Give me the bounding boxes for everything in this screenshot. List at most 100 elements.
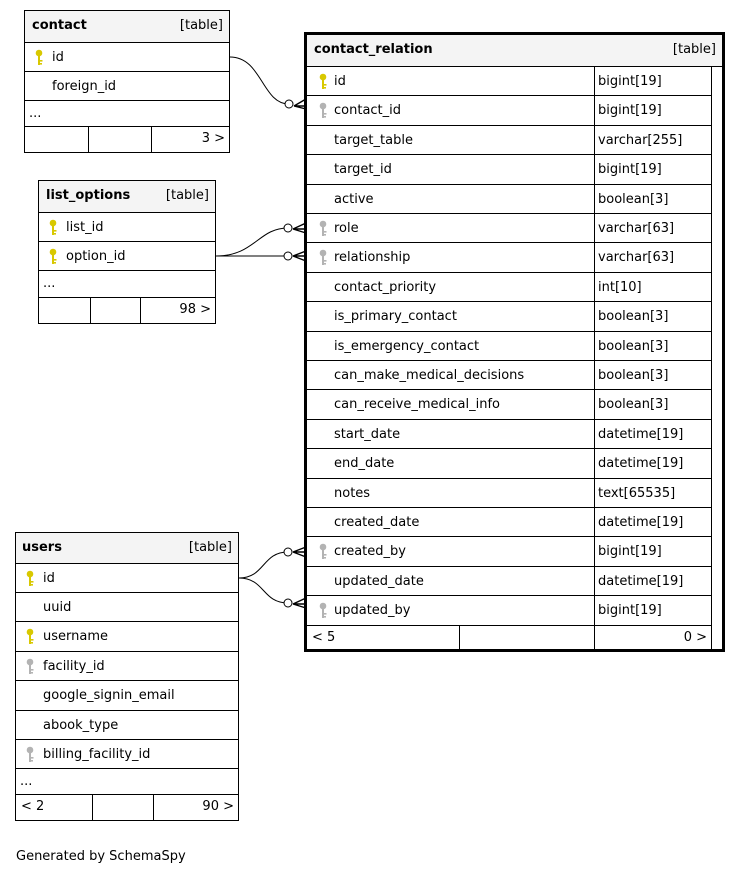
column-name: role	[334, 221, 359, 236]
column-name: id	[334, 74, 346, 89]
column-row[interactable]: contact_id bigint[19]	[307, 96, 711, 126]
column-row[interactable]: facility_id	[16, 652, 238, 681]
column-type: varchar[255]	[598, 132, 683, 148]
column-type: datetime[19]	[598, 573, 684, 589]
column-row[interactable]: billing_facility_id	[16, 740, 238, 769]
table-list-options[interactable]: list_options [table] list_id option_id .…	[38, 180, 216, 324]
column-row[interactable]: start_date datetime[19]	[307, 419, 711, 450]
column-name: billing_facility_id	[43, 747, 151, 762]
column-name: foreign_id	[52, 79, 117, 94]
table-footer: < 2 90 >	[16, 795, 238, 820]
children-count[interactable]: 0 >	[683, 629, 707, 645]
column-row[interactable]: username	[16, 622, 238, 652]
column-row[interactable]: updated_by bigint[19]	[307, 596, 711, 626]
column-type: bigint[19]	[598, 162, 662, 178]
children-count[interactable]: 98 >	[179, 302, 211, 317]
column-name: id	[43, 571, 55, 586]
table-header: contact [table]	[25, 11, 229, 43]
primary-key-icon	[318, 73, 328, 94]
column-row[interactable]: end_date datetime[19]	[307, 449, 711, 479]
column-type: datetime[19]	[598, 426, 684, 442]
column-row[interactable]: foreign_id	[25, 72, 229, 101]
column-name: end_date	[334, 456, 395, 472]
column-name: start_date	[334, 426, 401, 442]
column-name: abook_type	[43, 718, 119, 733]
column-type: boolean[3]	[598, 368, 669, 383]
primary-key-icon	[25, 628, 35, 649]
column-name: option_id	[66, 249, 126, 264]
column-name: created_date	[334, 515, 420, 530]
column-row[interactable]: role varchar[63]	[307, 214, 711, 244]
column-row[interactable]: can_make_medical_decisions boolean[3]	[307, 361, 711, 391]
table-tag: [table]	[672, 42, 716, 57]
column-name: updated_by	[334, 603, 411, 619]
table-footer: 98 >	[39, 298, 215, 323]
parents-count[interactable]: < 5	[312, 629, 336, 645]
column-name: can_make_medical_decisions	[334, 368, 525, 383]
table-header: list_options [table]	[39, 181, 215, 213]
column-name: uuid	[43, 600, 72, 615]
more-columns: ...	[29, 106, 42, 121]
table-contact[interactable]: contact [table] id foreign_id ... 3 >	[24, 10, 230, 153]
parents-count[interactable]: < 2	[21, 799, 45, 814]
column-name: contact_id	[334, 103, 402, 119]
column-name: is_emergency_contact	[334, 338, 480, 354]
foreign-key-icon	[318, 102, 328, 123]
column-row[interactable]: id bigint[19]	[307, 67, 711, 97]
link-option-role	[215, 227, 289, 257]
column-name: facility_id	[43, 659, 105, 674]
column-row[interactable]: target_id bigint[19]	[307, 155, 711, 185]
column-name: is_primary_contact	[334, 309, 457, 325]
column-row[interactable]: list_id	[39, 213, 215, 242]
column-name: created_by	[334, 544, 406, 560]
table-users[interactable]: users [table] id uuid username facility_…	[15, 532, 239, 821]
more-columns: ...	[20, 774, 33, 789]
column-row[interactable]: uuid	[16, 593, 238, 622]
column-row[interactable]: abook_type	[16, 711, 238, 740]
column-name: contact_priority	[334, 279, 437, 295]
column-name: username	[43, 629, 108, 644]
table-name: users	[22, 540, 62, 555]
column-row[interactable]: option_id	[39, 242, 215, 271]
column-name: target_table	[334, 132, 413, 148]
primary-key-icon	[34, 49, 44, 70]
table-tag: [table]	[165, 188, 209, 203]
column-row[interactable]: google_signin_email	[16, 681, 238, 711]
generated-by-note: Generated by SchemaSpy	[16, 849, 186, 864]
column-row[interactable]: contact_priority int[10]	[307, 272, 711, 303]
column-type: bigint[19]	[598, 74, 662, 89]
link-users-created-by	[238, 551, 289, 579]
table-header: users [table]	[16, 533, 238, 564]
column-row[interactable]: target_table varchar[255]	[307, 125, 711, 156]
more-columns-row: ...	[39, 271, 215, 298]
column-type: varchar[63]	[598, 221, 675, 236]
column-name: active	[334, 191, 374, 207]
children-count[interactable]: 90 >	[202, 799, 234, 814]
column-name: id	[52, 50, 64, 65]
primary-key-icon	[48, 219, 58, 240]
column-name: target_id	[334, 162, 392, 178]
column-type: int[10]	[598, 279, 642, 295]
children-count[interactable]: 3 >	[201, 131, 225, 146]
column-row[interactable]: id	[25, 43, 229, 72]
primary-key-icon	[25, 570, 35, 591]
column-type: bigint[19]	[598, 103, 662, 119]
column-row[interactable]: id	[16, 564, 238, 593]
table-header: contact_relation [table]	[307, 35, 722, 67]
column-type: text[65535]	[598, 485, 676, 501]
column-type: bigint[19]	[598, 603, 662, 619]
more-columns-row: ...	[25, 101, 229, 127]
column-type: datetime[19]	[598, 456, 684, 472]
foreign-key-icon	[318, 602, 328, 623]
